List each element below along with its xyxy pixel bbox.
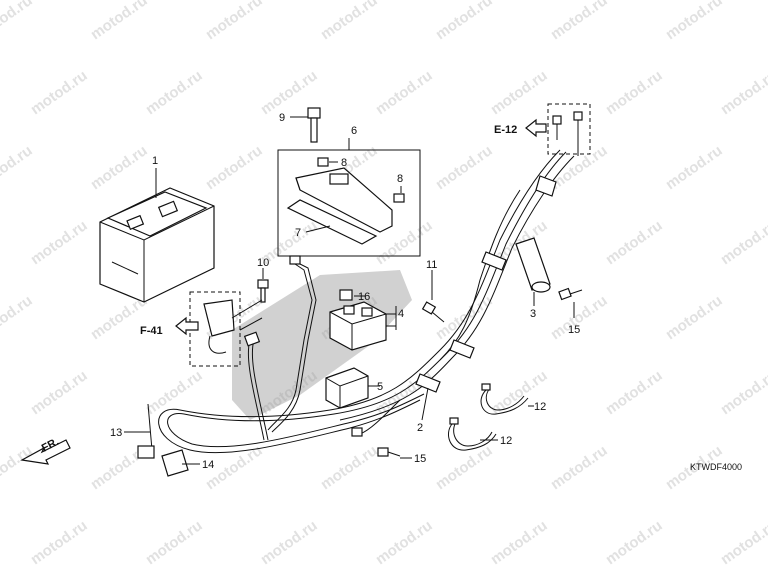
relay-5[interactable] xyxy=(325,367,369,409)
callout-1: 1 xyxy=(152,155,158,167)
watermark-text: motod.ru xyxy=(143,517,206,568)
watermark-text: motod.ru xyxy=(433,0,496,43)
watermark-text: motod.ru xyxy=(258,517,321,568)
callout-13: 13 xyxy=(110,427,122,439)
watermark-text: motod.ru xyxy=(0,142,36,193)
callout-16: 16 xyxy=(358,291,370,303)
watermark-text: motod.ru xyxy=(603,517,666,568)
callout-12-lower: 12 xyxy=(500,435,512,447)
bolt-15-right[interactable] xyxy=(558,287,583,301)
callout-9: 9 xyxy=(279,112,285,124)
battery-box-frame xyxy=(277,138,421,257)
watermark-text: motod.ru xyxy=(603,367,666,418)
band-12-lower[interactable] xyxy=(448,417,497,451)
watermark-text: motod.ru xyxy=(663,292,726,343)
callout-15-lower: 15 xyxy=(414,453,426,465)
watermark-text: motod.ru xyxy=(0,292,36,343)
callout-8-lower: 8 xyxy=(397,173,403,185)
connector-3[interactable] xyxy=(515,237,551,293)
watermark-text: motod.ru xyxy=(488,517,551,568)
watermark-text: motod.ru xyxy=(603,67,666,118)
bolt-15-lower[interactable] xyxy=(377,447,401,457)
watermark-text: motod.ru xyxy=(548,142,611,193)
watermark-text: motod.ru xyxy=(718,67,768,118)
watermark-text: motod.ru xyxy=(143,67,206,118)
watermark-text: motod.ru xyxy=(318,0,381,43)
watermark-text: motod.ru xyxy=(28,367,91,418)
wire-harness-2[interactable] xyxy=(158,149,575,454)
callout-4: 4 xyxy=(398,308,404,320)
watermark-text: motod.ru xyxy=(663,142,726,193)
callout-11: 11 xyxy=(426,259,437,271)
watermark-text: motod.ru xyxy=(373,517,436,568)
watermark-text: motod.ru xyxy=(28,67,91,118)
watermark-text: motod.ru xyxy=(143,367,206,418)
watermark-text: motod.ru xyxy=(488,67,551,118)
watermark-text: motod.ru xyxy=(718,517,768,568)
f41-reference-box xyxy=(189,291,263,367)
fuse-16[interactable] xyxy=(339,289,353,301)
watermark-text: motod.ru xyxy=(718,217,768,268)
ref-f41-label[interactable]: F-41 xyxy=(140,325,163,337)
clamp-14[interactable] xyxy=(161,449,189,477)
callout-7: 7 xyxy=(295,227,301,239)
callout-10: 10 xyxy=(257,257,269,269)
watermark-text: motod.ru xyxy=(0,0,36,43)
tie-13[interactable] xyxy=(137,403,155,459)
watermark-text: motod.ru xyxy=(433,142,496,193)
watermark-text: motod.ru xyxy=(663,0,726,43)
battery[interactable] xyxy=(99,187,215,303)
f41-arrow[interactable] xyxy=(175,316,199,336)
watermark-text: motod.ru xyxy=(88,142,151,193)
watermark-text: motod.ru xyxy=(548,442,611,493)
ref-e12-label[interactable]: E-12 xyxy=(494,124,517,136)
battery-pad[interactable] xyxy=(286,199,378,245)
e12-reference-box xyxy=(547,103,591,156)
diagram-code: KTWDF4000 xyxy=(690,462,742,472)
watermark-text: motod.ru xyxy=(548,0,611,43)
watermark-text: motod.ru xyxy=(0,442,36,493)
callout-6: 6 xyxy=(351,125,357,137)
callout-8-upper: 8 xyxy=(341,157,347,169)
watermark-text: motod.ru xyxy=(203,0,266,43)
battery-cables xyxy=(243,255,317,441)
watermark-text: motod.ru xyxy=(28,517,91,568)
watermark-text: motod.ru xyxy=(203,142,266,193)
watermark-text: motod.ru xyxy=(373,67,436,118)
callout-5: 5 xyxy=(377,381,383,393)
callout-12-upper: 12 xyxy=(534,401,546,413)
bolt-9[interactable] xyxy=(307,107,321,143)
callout-14: 14 xyxy=(202,459,214,471)
starter-relay-4[interactable] xyxy=(329,301,387,351)
watermark-text: motod.ru xyxy=(718,367,768,418)
callout-2: 2 xyxy=(417,422,423,434)
watermark-text: motod.ru xyxy=(433,292,496,343)
watermark-text: motod.ru xyxy=(28,217,91,268)
bolt-11[interactable] xyxy=(421,301,445,323)
bolt-10[interactable] xyxy=(257,279,269,303)
callout-3: 3 xyxy=(530,308,536,320)
watermark-text: motod.ru xyxy=(603,217,666,268)
battery-box-stay[interactable] xyxy=(295,157,405,233)
callout-15-right: 15 xyxy=(568,324,580,336)
band-12-upper[interactable] xyxy=(480,383,529,415)
watermark-text: motod.ru xyxy=(318,442,381,493)
front-arrow xyxy=(20,439,71,465)
e12-arrow[interactable] xyxy=(525,118,547,138)
watermark-text: motod.ru xyxy=(88,0,151,43)
